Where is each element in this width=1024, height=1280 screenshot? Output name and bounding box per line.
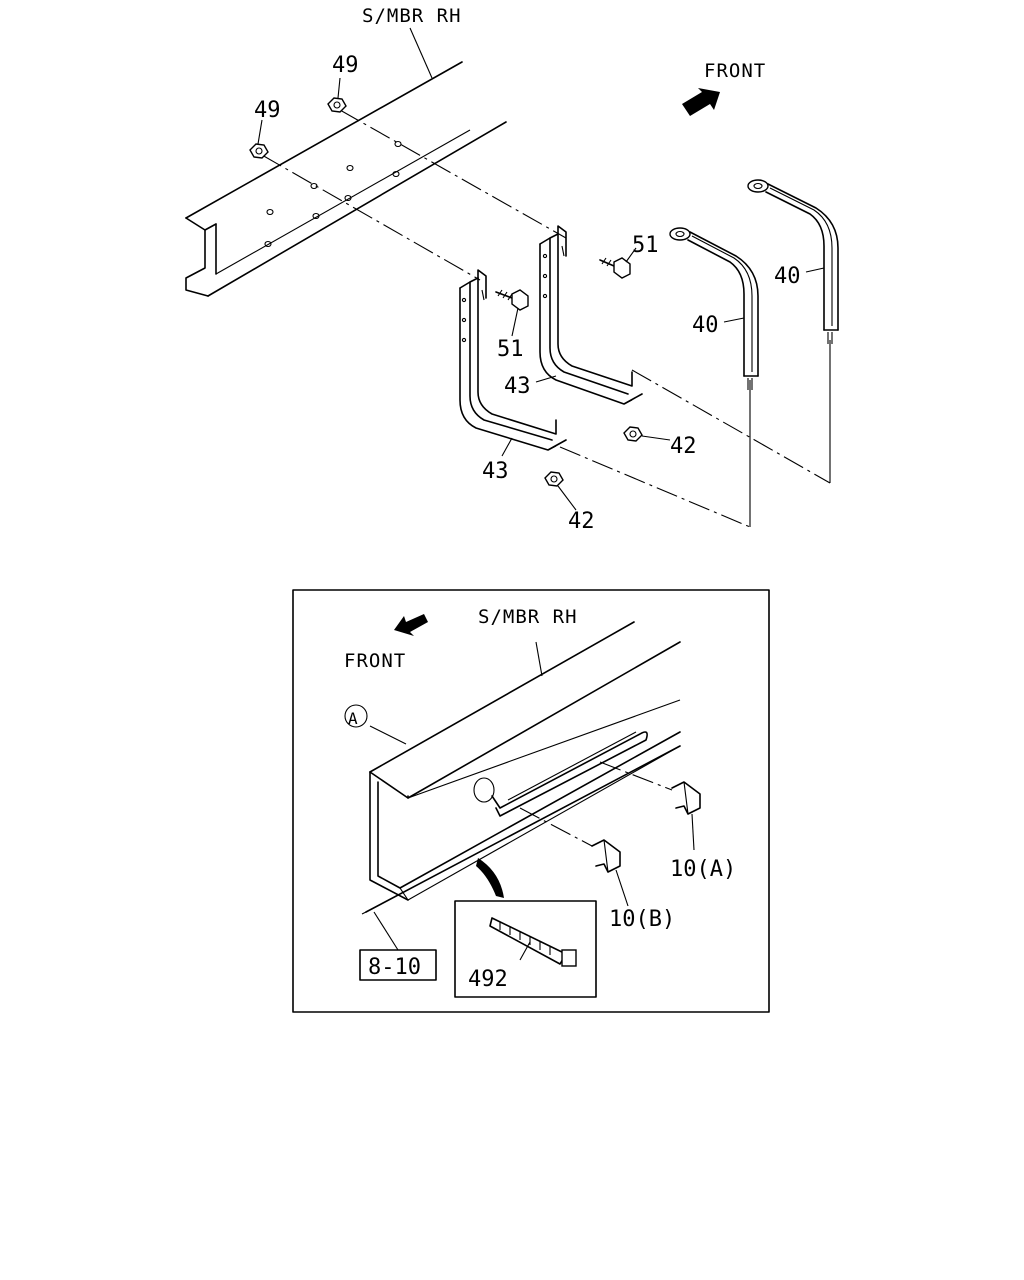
clip-10b xyxy=(519,807,629,907)
ref-box-label: 8-10 xyxy=(368,955,421,980)
label-49-left: 49 xyxy=(254,98,281,123)
detail-frame xyxy=(292,589,770,1013)
bracket-43-lower xyxy=(459,269,567,451)
nut-49-right xyxy=(327,97,347,113)
clip-10a xyxy=(599,761,701,851)
label-42-upper: 42 xyxy=(670,434,697,459)
tie-inset-frame xyxy=(454,900,597,998)
label-51-lower: 51 xyxy=(497,337,524,362)
label-51-upper: 51 xyxy=(632,233,659,258)
cable-tie-icon xyxy=(489,917,577,967)
top-assembly-view: S/MBR RH FRONT 49 49 51 51 40 40 43 43 4… xyxy=(185,5,839,534)
label-40-right: 40 xyxy=(774,264,801,289)
label-40-left: 40 xyxy=(692,313,719,338)
rail-holes xyxy=(264,140,402,248)
inset-callout-arrow-icon xyxy=(476,858,504,898)
bracket-43-upper xyxy=(539,225,643,405)
bolt-51-upper xyxy=(599,257,631,279)
ref-circle-label: A xyxy=(348,709,358,728)
label-492: 492 xyxy=(468,967,508,992)
nut-42-lower xyxy=(544,471,564,487)
label-42-lower: 42 xyxy=(568,509,595,534)
front-arrow-icon xyxy=(682,88,720,116)
detail-channel-member xyxy=(361,621,681,951)
strap-40-right xyxy=(747,179,839,344)
label-49-right: 49 xyxy=(332,53,359,78)
label-10a: 10(A) xyxy=(670,857,736,882)
member-label-top: S/MBR RH xyxy=(362,5,462,27)
front-arrow-detail-icon xyxy=(394,614,428,636)
ref-box xyxy=(359,949,437,981)
front-label-detail: FRONT xyxy=(344,650,406,672)
strap-40-left xyxy=(669,227,759,390)
ref-circle xyxy=(344,704,368,728)
detail-view: S/MBR RH FRONT A 10(A) 10(B) 8-10 492 xyxy=(292,589,770,1013)
part-leaders xyxy=(257,77,825,511)
label-10b: 10(B) xyxy=(609,907,675,932)
alignment-lines xyxy=(261,109,831,528)
nut-49-left xyxy=(249,143,269,159)
label-43-lower: 43 xyxy=(482,459,509,484)
nut-42-upper xyxy=(623,426,643,442)
bolt-51-lower xyxy=(495,289,529,311)
member-label-detail: S/MBR RH xyxy=(478,606,578,628)
front-label-top: FRONT xyxy=(704,60,766,82)
label-43-upper: 43 xyxy=(504,374,531,399)
